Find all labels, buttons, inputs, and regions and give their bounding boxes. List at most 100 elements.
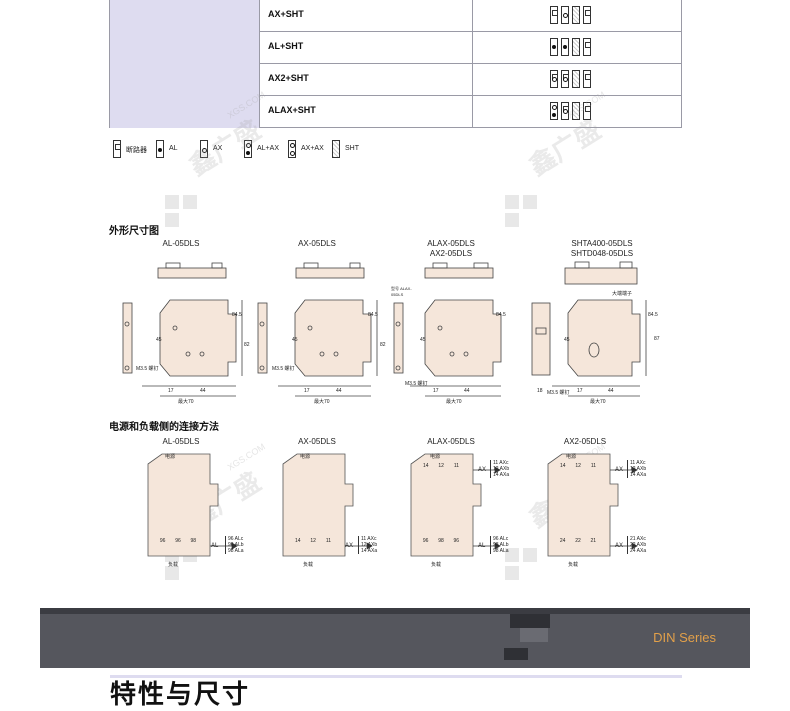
breaker-cell	[583, 38, 591, 56]
pin-label: 12	[310, 538, 316, 544]
combination-table: AX+SHT AL+SHT AX2+SHT ALAX+SHT	[109, 0, 682, 128]
terminal-label: 21 AXc	[630, 536, 646, 542]
terminal-label: 11 AXc	[493, 460, 509, 466]
pin-label: 96	[453, 538, 460, 544]
source-label: 电源	[165, 454, 176, 460]
width-annotation: 44	[200, 388, 206, 394]
breaker-cell	[561, 6, 569, 24]
width-annotation: 最大70	[178, 399, 194, 405]
model-label: AX-05DLS	[298, 239, 336, 248]
breaker-cell	[583, 6, 591, 24]
breaker-cell	[583, 70, 591, 88]
al-top-view	[157, 262, 227, 279]
dimension-drawings	[122, 261, 647, 397]
width-annotation: 17	[304, 388, 310, 394]
model-label: AX-05DLS	[298, 437, 336, 446]
al-module-body	[147, 453, 219, 557]
terminal-pins: 24 22 21	[555, 538, 601, 544]
legend-label: 断路器	[126, 147, 147, 154]
contact-tag: AX	[615, 543, 624, 549]
terminal-pins: 14 12 11	[555, 463, 601, 469]
pin-label: 11	[453, 463, 460, 469]
width-annotation: 最大70	[446, 399, 462, 405]
source-label: 电源	[430, 454, 441, 460]
terminal-list: 21 AXc 22 AXb 24 AXa	[627, 536, 646, 554]
watermark-tile	[165, 213, 179, 227]
pin-label: 98	[438, 538, 444, 544]
breaker-cell	[583, 102, 591, 120]
height-annotation: 45	[420, 337, 426, 343]
sht-top-view	[564, 261, 638, 285]
al-ax-symbol	[244, 140, 252, 158]
terminal-label: 14 AXa	[630, 472, 647, 478]
terminal-label: 14 AXa	[361, 548, 378, 554]
section-rule	[110, 675, 682, 678]
terminal-label: 14 AXa	[493, 472, 510, 478]
alax-front-view	[410, 299, 502, 397]
terminal-pins: 96 96 98	[155, 538, 201, 544]
contact-tag: AX	[478, 467, 487, 473]
width-annotation: 44	[608, 388, 614, 394]
bottom-area	[40, 668, 750, 692]
ax-module-body	[282, 453, 354, 557]
table-row: ALAX+SHT	[260, 96, 682, 128]
series-banner: DIN Series	[40, 608, 750, 668]
legend-label: AX	[213, 145, 223, 152]
watermark-tile	[523, 548, 537, 562]
contact-tag: AL	[478, 543, 486, 549]
pin-label: 14	[294, 538, 301, 544]
combination-table-left-column	[110, 0, 260, 128]
watermark-tile	[505, 213, 519, 227]
banner-stripe	[40, 608, 750, 614]
terminal-label: 12 AXb	[361, 542, 378, 548]
breaker-cell	[561, 38, 569, 56]
pin-label: 11	[590, 463, 597, 469]
screw-annotation: M3.5 螺钉	[405, 381, 428, 387]
terminal-pins: 14 12 11	[418, 463, 464, 469]
watermark-tile	[505, 195, 519, 209]
width-annotation: 44	[336, 388, 342, 394]
terminal-label: 98 ALb	[493, 542, 509, 548]
pin-label: 11	[325, 538, 332, 544]
al-front-view	[142, 299, 243, 397]
connection-heading: 电源和负载侧的连接方法	[109, 422, 219, 433]
width-annotation: 17	[433, 388, 439, 394]
height-annotation: 87	[654, 336, 660, 342]
width-annotation: 17	[168, 388, 174, 394]
watermark-tile	[165, 195, 179, 209]
pin-label: 96	[175, 538, 181, 544]
breaker-cell	[561, 102, 569, 120]
column-divider	[472, 64, 473, 95]
terminal-label: 22 AXb	[630, 542, 647, 548]
height-annotation: 45	[292, 337, 298, 343]
model-label: SHTD048-05DLS	[570, 249, 634, 258]
alax-module-body	[410, 453, 482, 557]
height-annotation: 84.5	[648, 312, 658, 318]
combo-label: AL+SHT	[268, 41, 304, 51]
terminal-label: 12 AXb	[493, 466, 510, 472]
height-annotation: 82	[244, 342, 250, 348]
model-label: ALAX-05DLS	[427, 239, 475, 248]
pin-label: 96	[422, 538, 429, 544]
pin-label: 24	[559, 538, 566, 544]
banner-block	[504, 648, 528, 660]
terminal-list: 11 AXc 12 AXb 14 AXa	[627, 460, 646, 478]
load-label: 负载	[168, 562, 179, 568]
source-label: 电源	[300, 454, 311, 460]
pin-label: 14	[422, 463, 429, 469]
ax-front-view	[278, 299, 378, 397]
table-row: AX2+SHT	[260, 64, 682, 96]
terminal-label: 96 ALc	[493, 536, 509, 542]
watermark-tile	[505, 548, 519, 562]
breaker-cell	[550, 38, 558, 56]
connection-diagrams	[147, 453, 638, 557]
watermark-tile	[165, 566, 179, 580]
terminal-label: 98 ALa	[228, 548, 244, 554]
sht-cell	[572, 38, 580, 56]
contact-tag: AX	[615, 467, 624, 473]
terminal-list: 11 AXc 12 AXb 14 AXa	[358, 536, 377, 554]
watermark-tile	[523, 195, 537, 209]
model-label: AX2-05DLS	[563, 437, 607, 446]
pin-label: 14	[559, 463, 566, 469]
combo-label: ALAX+SHT	[268, 105, 316, 115]
